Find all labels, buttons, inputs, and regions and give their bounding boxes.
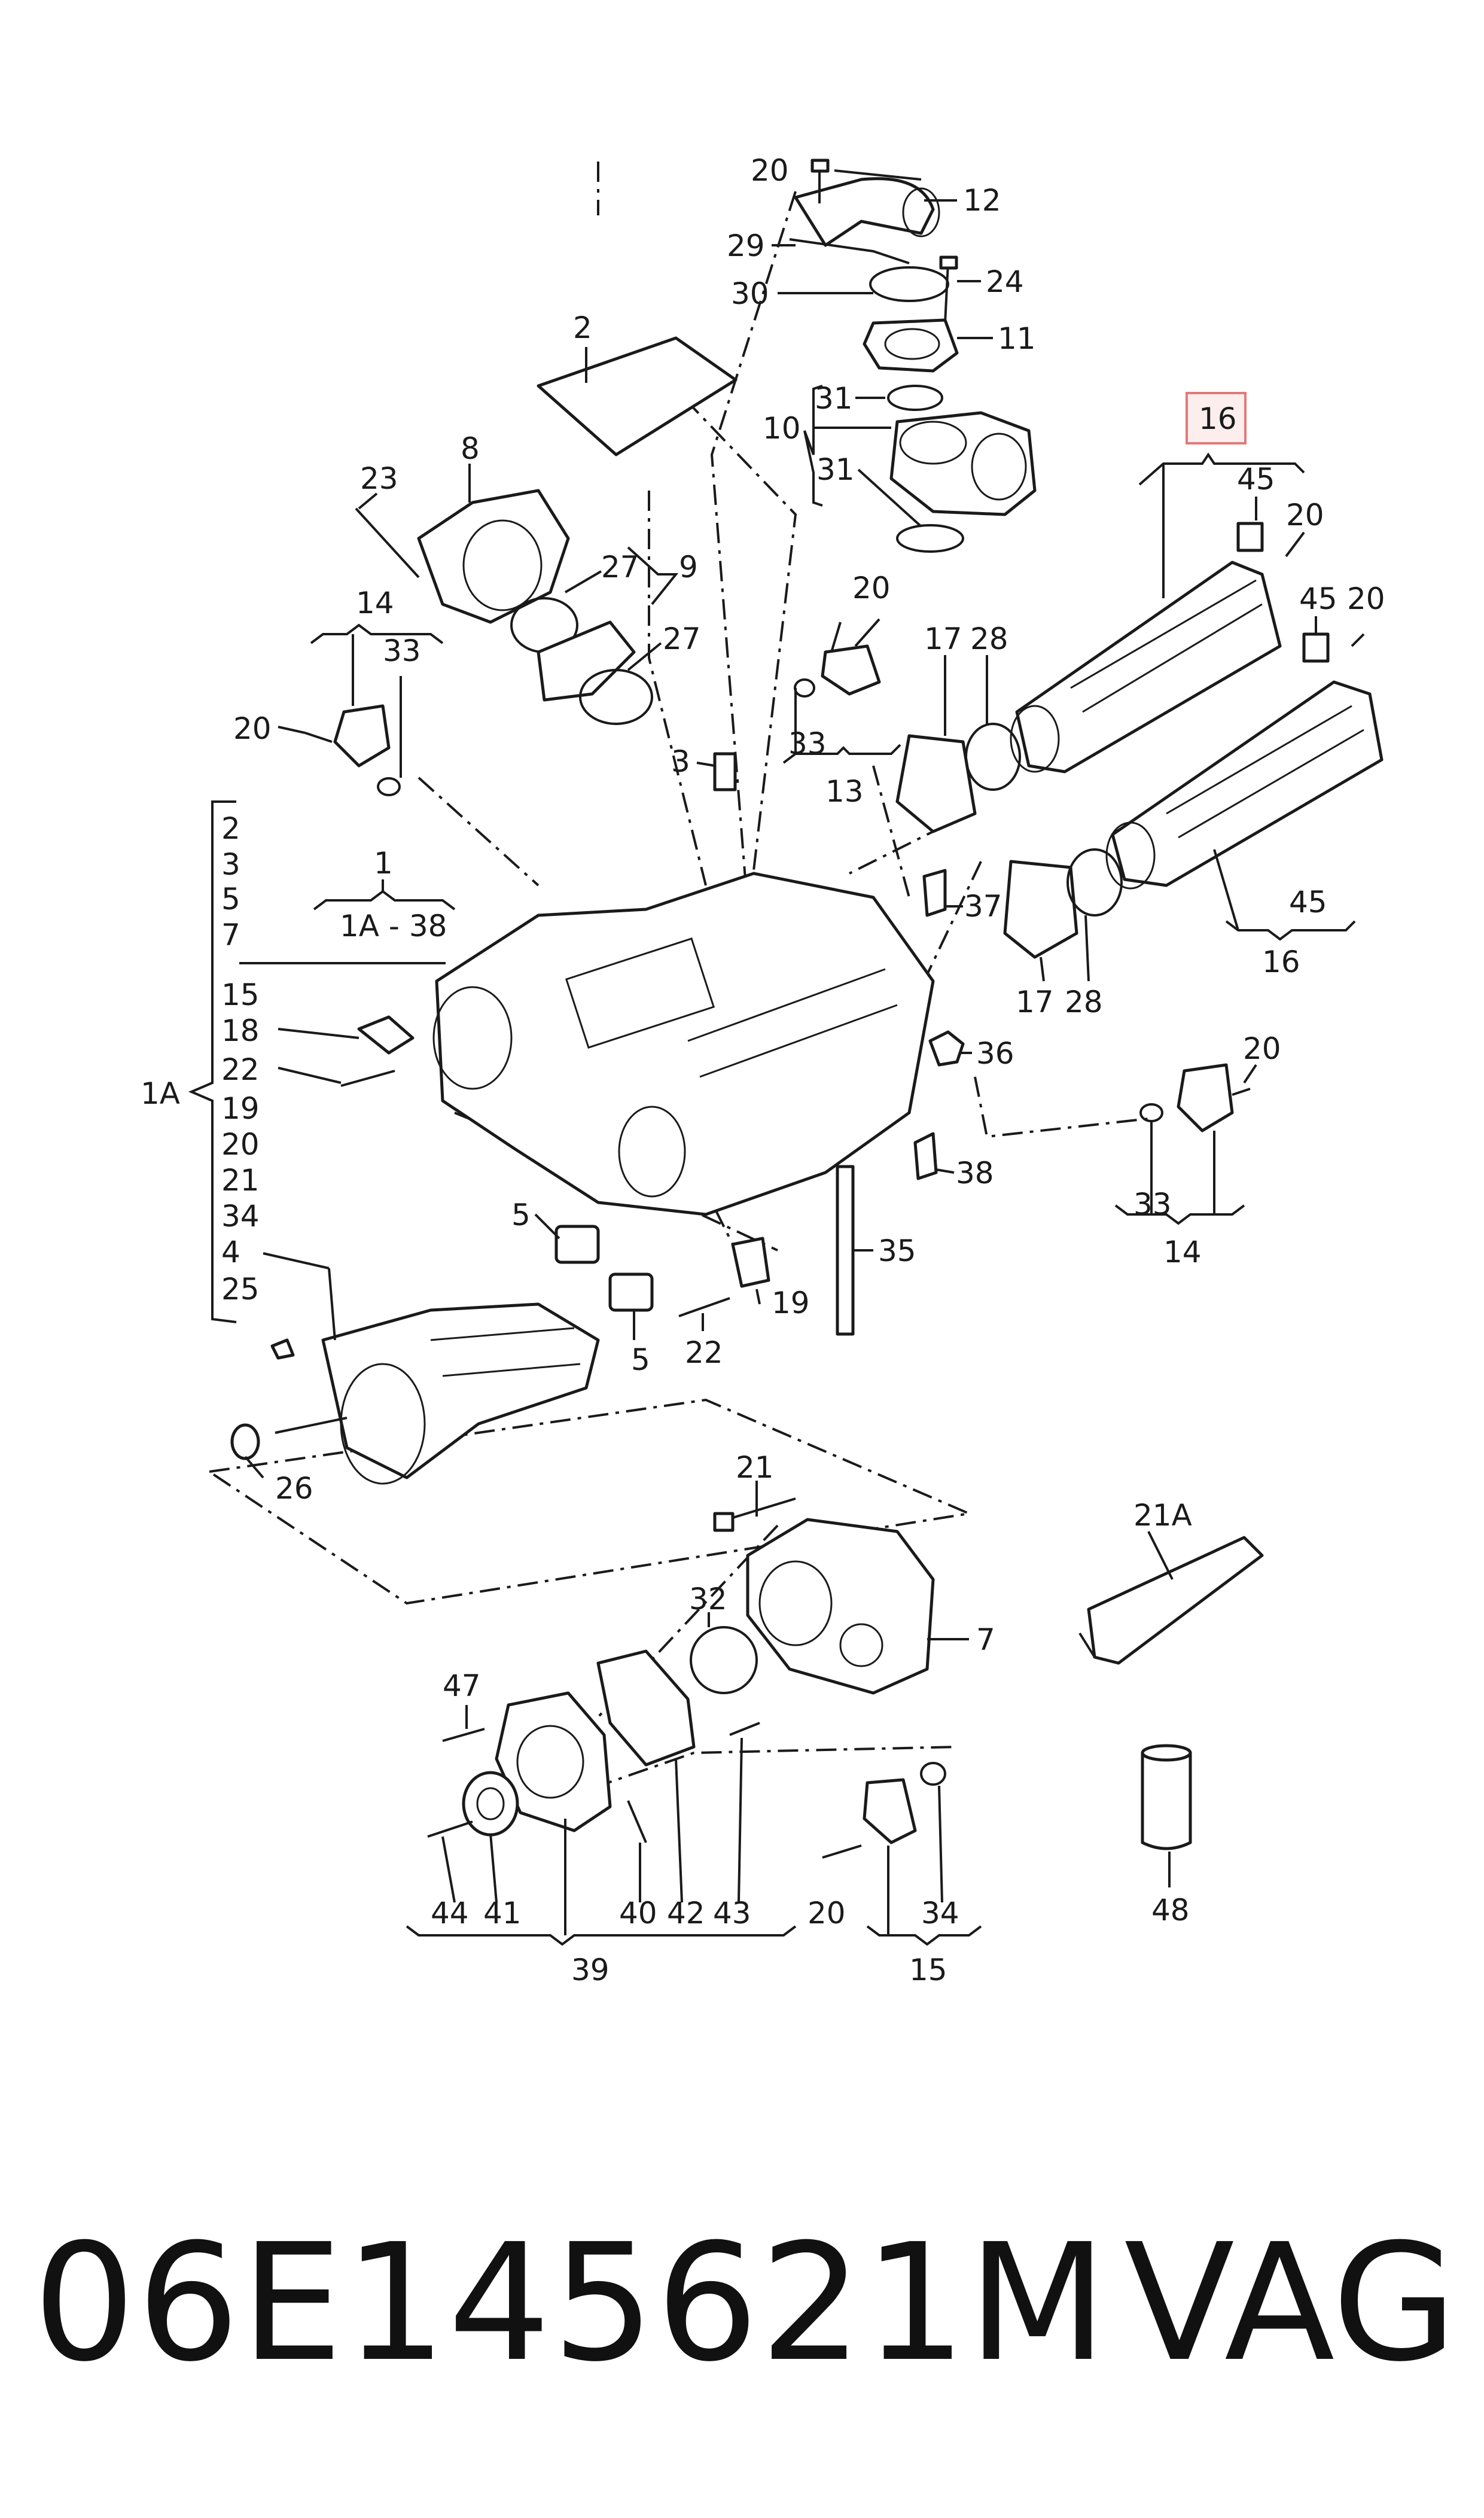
label-20: 20 xyxy=(751,153,789,188)
label-8: 8 xyxy=(461,431,480,466)
label-12: 12 xyxy=(963,183,1001,218)
label-20g: 20 xyxy=(807,1896,846,1931)
label-27: 27 xyxy=(601,550,639,584)
label-44: 44 xyxy=(431,1896,469,1931)
label-1A-item: 22 xyxy=(221,1052,260,1087)
label-38: 38 xyxy=(956,1156,994,1191)
label-1A-item: 15 xyxy=(221,978,260,1012)
label-20d: 20 xyxy=(233,711,272,746)
leader-lines xyxy=(188,169,1365,1946)
label-43: 43 xyxy=(713,1896,751,1931)
callout-labels: 20 12 29 30 24 11 2 10 31 31 16 23 8 27 … xyxy=(141,153,1385,1987)
label-24: 24 xyxy=(986,264,1024,299)
label-35: 35 xyxy=(878,1234,916,1268)
label-3: 3 xyxy=(671,744,690,779)
label-21: 21 xyxy=(736,1450,774,1485)
label-45: 45 xyxy=(1237,462,1275,497)
label-40: 40 xyxy=(619,1896,657,1931)
label-1A: 1A xyxy=(141,1076,180,1111)
label-1A-range: 1A - 38 xyxy=(340,909,447,943)
label-34: 34 xyxy=(921,1896,959,1931)
label-13: 13 xyxy=(825,774,864,809)
label-31: 31 xyxy=(815,381,853,416)
label-1A-item: 4 xyxy=(221,1235,240,1269)
label-32: 32 xyxy=(689,1582,727,1616)
highlight-box-16 xyxy=(1186,392,1247,444)
label-30: 30 xyxy=(731,276,769,311)
label-1A-item: 25 xyxy=(221,1272,260,1307)
label-36: 36 xyxy=(976,1036,1014,1071)
label-2: 2 xyxy=(573,310,592,345)
part-drawings xyxy=(230,159,1384,1859)
label-28: 28 xyxy=(970,622,1008,656)
label-5b: 5 xyxy=(631,1342,650,1377)
label-9: 9 xyxy=(679,550,698,584)
label-19: 19 xyxy=(772,1286,810,1320)
label-33b: 33 xyxy=(788,726,827,761)
label-1A-item: 5 xyxy=(221,882,240,917)
label-29: 29 xyxy=(727,229,765,263)
part-number: 06E145621M xyxy=(33,2209,1108,2397)
label-1A-item: 2 xyxy=(221,811,240,846)
label-20c: 20 xyxy=(1347,581,1385,616)
label-1A-item: 3 xyxy=(221,847,240,882)
label-1A-item: 34 xyxy=(221,1199,260,1234)
label-33c: 33 xyxy=(1133,1187,1172,1222)
label-27b: 27 xyxy=(663,622,701,656)
label-1A-item: 20 xyxy=(221,1127,260,1162)
label-20e: 20 xyxy=(852,571,891,605)
label-14b: 14 xyxy=(1163,1235,1202,1269)
label-15: 15 xyxy=(909,1953,947,1987)
footer: 06E145621M VAG xyxy=(0,2213,1484,2393)
label-1: 1 xyxy=(374,846,393,881)
label-20f: 20 xyxy=(1243,1031,1281,1066)
label-39: 39 xyxy=(571,1953,610,1987)
label-10: 10 xyxy=(763,411,801,446)
label-7: 7 xyxy=(976,1622,995,1657)
label-17b: 17 xyxy=(1016,985,1054,1019)
label-20b: 20 xyxy=(1286,498,1324,532)
label-1A-item: 21 xyxy=(221,1163,260,1198)
label-45b: 45 xyxy=(1299,581,1337,616)
label-45c: 45 xyxy=(1289,885,1327,919)
label-31b: 31 xyxy=(816,452,855,487)
label-17: 17 xyxy=(924,622,962,656)
label-47: 47 xyxy=(443,1668,481,1703)
label-48: 48 xyxy=(1151,1893,1190,1928)
label-41: 41 xyxy=(483,1896,522,1931)
label-11: 11 xyxy=(998,321,1036,356)
label-1A-item: 7 xyxy=(221,918,240,952)
label-21A: 21A xyxy=(1133,1498,1192,1533)
label-33: 33 xyxy=(383,634,421,668)
label-1A-item: 18 xyxy=(221,1013,260,1048)
label-23: 23 xyxy=(360,461,398,496)
label-37: 37 xyxy=(964,889,1002,924)
label-1A-item: 19 xyxy=(221,1091,260,1126)
label-28b: 28 xyxy=(1065,985,1103,1019)
label-14: 14 xyxy=(356,586,394,620)
label-16: 16 xyxy=(1199,401,1237,436)
label-16b: 16 xyxy=(1262,945,1300,979)
brand-name: VAG xyxy=(1124,2209,1457,2397)
label-5: 5 xyxy=(511,1198,531,1232)
label-42: 42 xyxy=(667,1896,705,1931)
label-26: 26 xyxy=(275,1471,313,1506)
label-22: 22 xyxy=(685,1335,723,1370)
